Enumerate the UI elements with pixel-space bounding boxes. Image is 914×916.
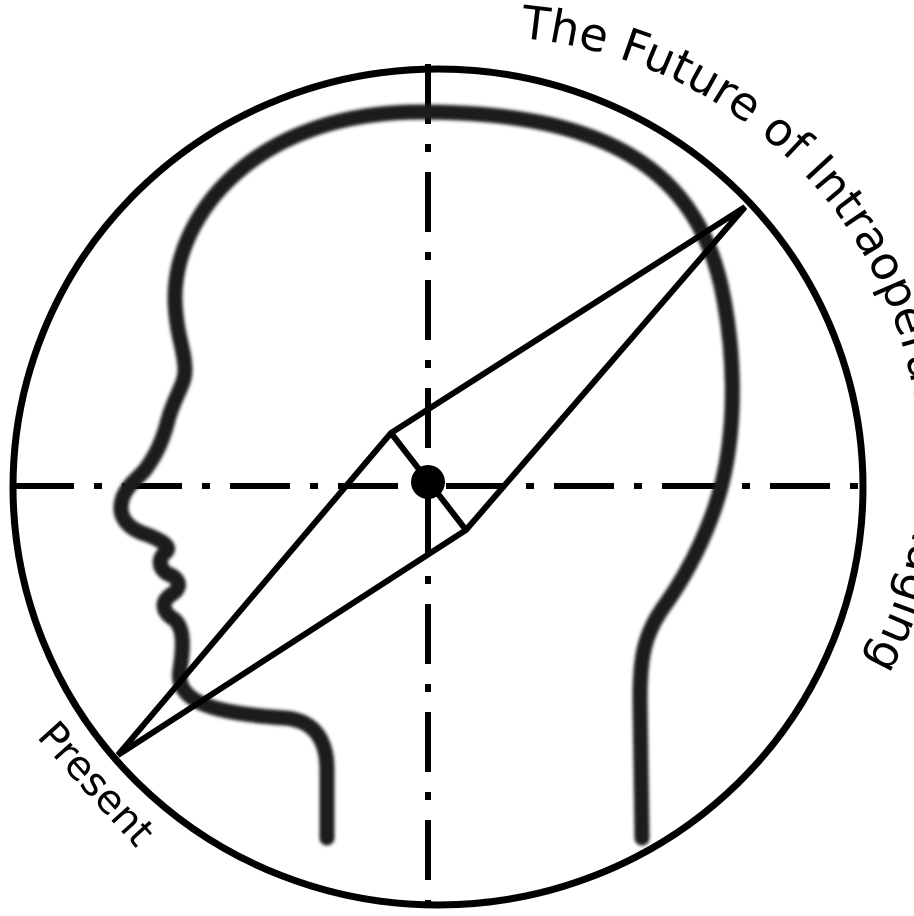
center-pivot-dot	[411, 465, 445, 499]
